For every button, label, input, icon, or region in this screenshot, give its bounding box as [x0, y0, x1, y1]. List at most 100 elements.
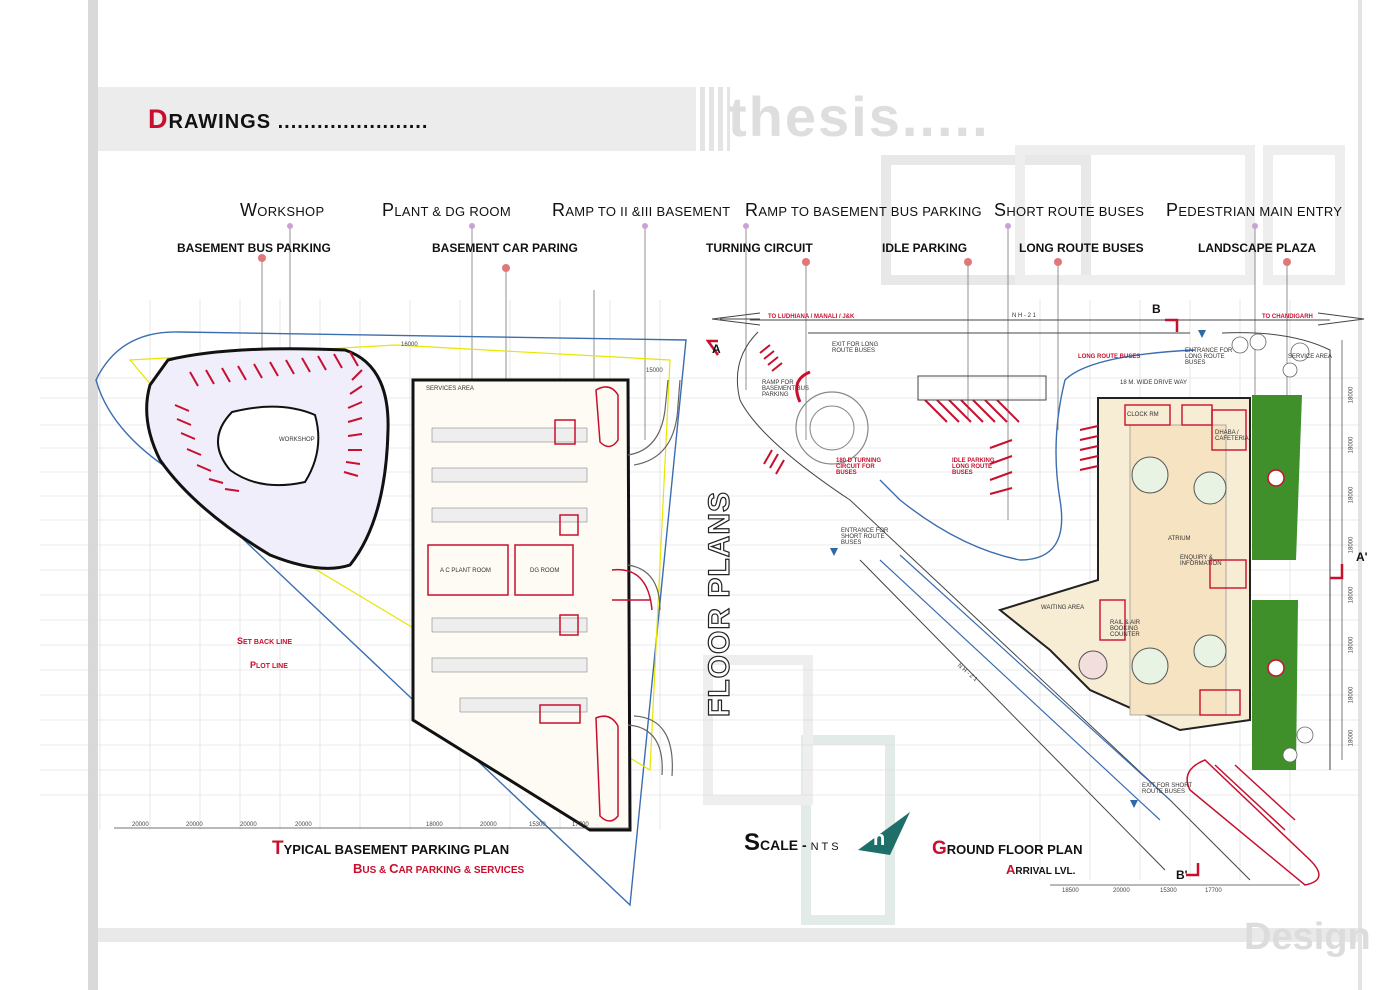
basement-plan — [95, 331, 687, 907]
floor-plans-label: FLOOR PLANS — [702, 490, 736, 717]
plant-room-label: A C PLANT ROOM — [440, 568, 491, 574]
label-plant-dg-room: PLANT & DG ROOM — [382, 200, 511, 220]
design-watermark: Design — [1244, 916, 1371, 958]
ramp-label: RAMP FOR BASEMENT BUS PARKING — [762, 380, 809, 398]
basement-dim-2: 20000 — [186, 822, 203, 828]
entry-short-label: ENTRANCE FOR SHORT ROUTE BUSES — [841, 528, 889, 546]
rotundas — [1078, 456, 1227, 685]
label-pedestrian-entry: PEDESTRIAN MAIN ENTRY — [1166, 200, 1343, 220]
ramp-edges — [611, 568, 653, 611]
service-area-label: SERVICE AREA — [1288, 354, 1332, 360]
entry-long-label: ENTRANCE FOR LONG ROUTE BUSES — [1185, 348, 1233, 366]
car-parking-area — [411, 378, 632, 832]
workshop-island — [217, 405, 320, 487]
ground-dim-r4: 18000 — [1348, 536, 1355, 554]
idle-bays — [924, 399, 1099, 495]
north-arrow — [858, 812, 910, 855]
road-left-label: TO LUDHIANA / MANALI / J&K — [768, 314, 855, 320]
label-ramp-basement: RAMP TO II &III BASEMENT — [552, 200, 731, 220]
ground-dim-2: 20000 — [1113, 888, 1130, 894]
exit-short-label: EXIT FOR SHORT ROUTE BUSES — [1142, 783, 1193, 795]
ground-dim-3: 15300 — [1160, 888, 1177, 894]
services-area-label: SERVICES AREA — [426, 386, 474, 392]
highway-label: N H - 2 1 — [1012, 313, 1037, 319]
thesis-watermark: thesis..... — [728, 85, 990, 148]
trees — [1231, 333, 1314, 763]
scale-label: SCALE - NTS — [744, 829, 842, 856]
short-route-bays — [1186, 759, 1320, 886]
section-marker-a: A — [712, 342, 721, 356]
ground-dim-r7: 18000 — [1348, 686, 1355, 704]
plot-line — [95, 331, 687, 907]
label-landscape-plaza: LANDSCAPE PLAZA — [1198, 241, 1317, 255]
terminal-rooms — [1099, 404, 1247, 716]
car-stalls — [431, 427, 588, 713]
booking-label: RAIL & AIR BOOKING COUNTER — [1110, 620, 1141, 638]
basement-dim-6: 20000 — [480, 822, 497, 828]
ground-dim-1: 18500 — [1062, 888, 1079, 894]
clock-room-label: CLOCK RM — [1127, 412, 1159, 418]
plot-line-label: PLOT LINE — [250, 660, 288, 670]
dhaba-label: DHABA / CAFETERIA — [1215, 430, 1249, 442]
waiting-area-label: WAITING AREA — [1041, 605, 1085, 611]
setback-label: SET BACK LINE — [237, 636, 293, 646]
road-right-label: TO CHANDIGARH — [1262, 314, 1313, 320]
basement-plan-subtitle: BUS & CAR PARKING & SERVICES — [353, 861, 525, 876]
label-short-route-buses: SHORT ROUTE BUSES — [994, 200, 1145, 220]
entry-triangles — [830, 330, 1206, 808]
turning-circuit-label: 180 D TURNING CIRCUIT FOR BUSES — [836, 458, 882, 476]
road-arrows — [711, 312, 1365, 326]
label-basement-bus-parking: BASEMENT BUS PARKING — [177, 241, 331, 255]
section-markers — [705, 318, 1344, 877]
ground-dim-r5: 18000 — [1348, 586, 1355, 604]
section-marker-a-prime: A' — [1356, 550, 1368, 564]
header-strips — [700, 87, 730, 151]
ground-dim-r1: 18000 — [1348, 386, 1355, 404]
basement-dim-3: 20000 — [240, 822, 257, 828]
atrium-label: ATRIUM — [1168, 536, 1191, 542]
label-idle-parking: IDLE PARKING — [882, 241, 968, 255]
page-border-right — [1358, 0, 1362, 990]
page-title: DRAWINGS ....................... — [148, 104, 429, 134]
driveway-label: 18 M. WIDE DRIVE WAY — [1120, 380, 1188, 386]
label-workshop: WORKSHOP — [240, 200, 325, 220]
ground-dim-r6: 18000 — [1348, 636, 1355, 654]
ground-dim-r8: 18000 — [1348, 729, 1355, 747]
turning-circuit — [759, 344, 869, 475]
basement-dim-7: 15300 — [529, 822, 546, 828]
enquiry-label: ENQUIRY & INFORMATION — [1180, 555, 1222, 567]
ground-dim-4: 17700 — [1205, 888, 1222, 894]
label-long-route-buses: LONG ROUTE BUSES — [1019, 241, 1144, 255]
dim-left-1: 16000 — [401, 342, 418, 348]
section-marker-b: B — [1152, 302, 1161, 316]
basement-dim-1: 20000 — [132, 822, 149, 828]
ground-dim-r2: 18000 — [1348, 436, 1355, 454]
label-ramp-bus-parking: RAMP TO BASEMENT BUS PARKING — [745, 200, 982, 220]
short-route-lanes — [879, 554, 1171, 821]
dg-room-label: DG ROOM — [530, 568, 560, 574]
basement-plan-title: TYPICAL BASEMENT PARKING PLAN — [272, 838, 510, 859]
idle-parking-label: IDLE PARKING LONG ROUTE BUSES — [952, 458, 995, 476]
section-marker-b-prime: B' — [1176, 868, 1188, 882]
header-band — [98, 87, 696, 151]
ground-plan-title: GROUND FLOOR PLAN — [932, 838, 1083, 859]
workshop-room-label: WORKSHOP — [279, 437, 315, 443]
fountains — [1267, 469, 1285, 677]
roads — [720, 318, 1331, 881]
long-route-road-label: LONG ROUTE BUSES — [1078, 354, 1141, 360]
ground-plan-subtitle: ARRIVAL LVL. — [1006, 862, 1076, 877]
leader-dots — [258, 223, 1291, 272]
dim-left-2: 15000 — [646, 368, 663, 374]
label-basement-car-parking: BASEMENT CAR PARING — [432, 241, 578, 255]
basement-dim-4: 20000 — [295, 822, 312, 828]
bus-bays — [174, 351, 363, 492]
basement-rooms — [427, 386, 619, 822]
basement-dim-5: 18000 — [426, 822, 443, 828]
exit-long-label: EXIT FOR LONG ROUTE BUSES — [832, 342, 879, 354]
north-icon: n — [873, 828, 886, 850]
ground-plan — [720, 318, 1343, 886]
page-border-left — [88, 0, 98, 990]
basement-dim-8: 17700 — [572, 822, 589, 828]
ramps — [627, 379, 681, 777]
